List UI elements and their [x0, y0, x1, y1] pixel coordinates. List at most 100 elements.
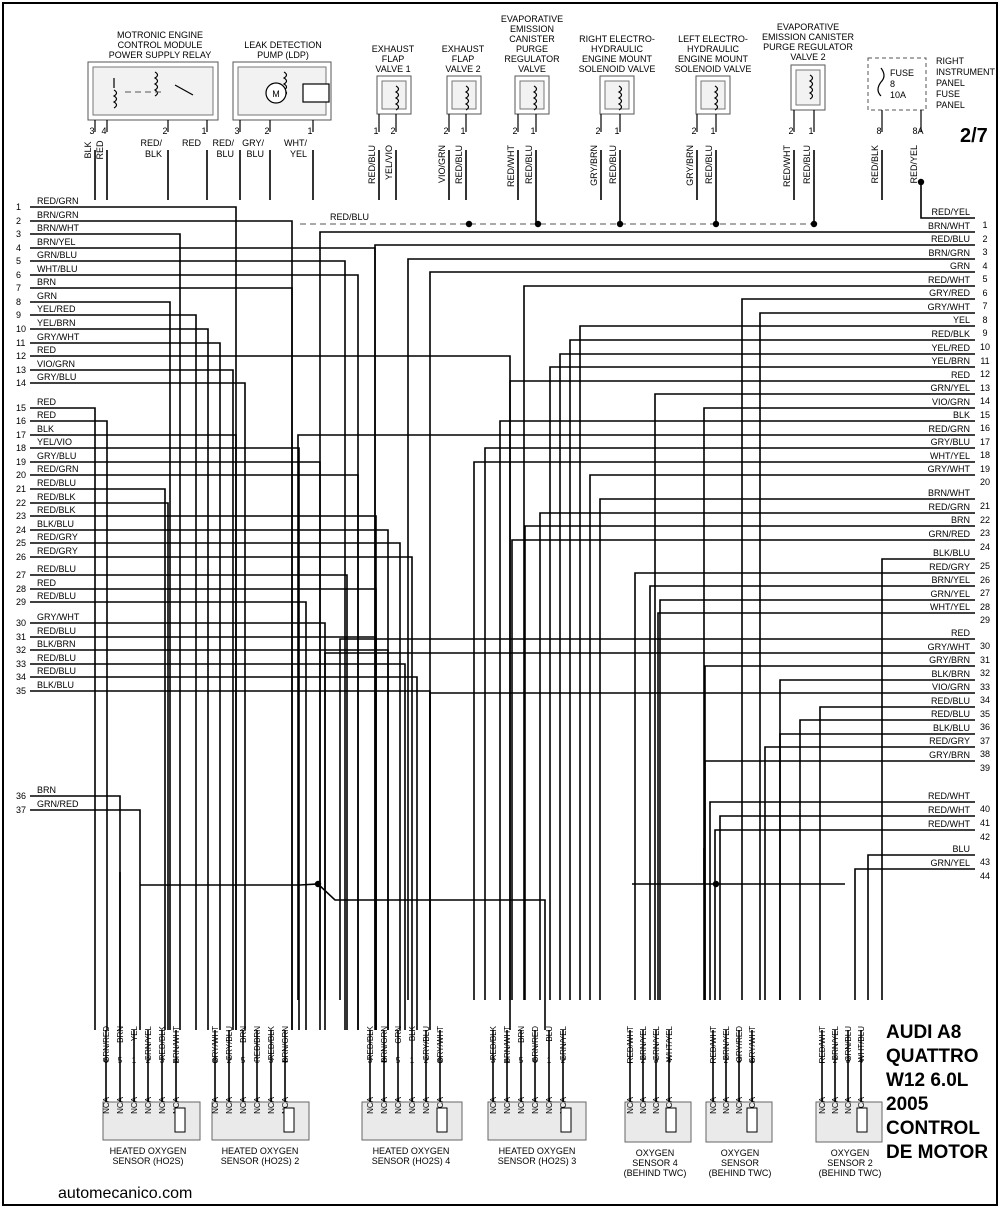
component-title: LEFT ELECTRO- [678, 34, 748, 44]
right-wire-color: BLK/BLU [933, 548, 970, 558]
right-wire-path [484, 447, 975, 1000]
component-title: PURGE REGULATOR [763, 42, 853, 52]
left-wire-number: 7 [16, 283, 21, 293]
nca-label: NCA [158, 1096, 167, 1114]
sensor-name: HEATED OXYGEN [373, 1146, 450, 1156]
sensor-name: SENSOR (HO2S) 2 [221, 1156, 300, 1166]
nca-label: NCA [831, 1096, 840, 1114]
motor-icon: M [272, 89, 280, 99]
sensor-symbol [436, 1107, 448, 1133]
right-wire-number: 11 [980, 356, 989, 366]
wire-color-label: VIO/GRN [437, 145, 447, 183]
vehicle-line: DE MOTOR [886, 1142, 988, 1163]
left-wire-path [30, 342, 221, 1030]
left-wire-number: 15 [16, 403, 26, 413]
right-wire-color: RED/WHT [928, 791, 970, 801]
right-wire-path [704, 760, 975, 1000]
nca-label: NCA [517, 1096, 526, 1114]
wire-color-label: WHT/ [284, 138, 307, 148]
nca-label: NCA [818, 1096, 827, 1114]
sensor-name: HEATED OXYGEN [222, 1146, 299, 1156]
splice-wire [119, 872, 546, 1030]
right-wire-path [549, 366, 975, 1000]
left-wire-path [30, 663, 406, 1030]
right-wire-25: 25 BLK/BLU [881, 548, 990, 1000]
right-wire-color: RED [951, 370, 971, 380]
left-wire-number: 1 [16, 202, 21, 212]
nca-label: NCA [436, 1096, 445, 1114]
vehicle-line: QUATTRO [886, 1046, 979, 1067]
vehicle-line: 2005 [886, 1094, 929, 1115]
component-title: EVAPORATIVE [501, 14, 563, 24]
left-wire-path [30, 502, 169, 1030]
left-wire-color: RED/BLK [37, 505, 76, 515]
left-wire-color: BRN/WHT [37, 223, 79, 233]
right-wire-number: 21 [980, 501, 990, 511]
left-wire-color: BRN [37, 785, 56, 795]
left-wire-color: BLK/BLU [37, 680, 74, 690]
left-wire-color: GRN/RED [37, 799, 79, 809]
left-wire-color: YEL/BRN [37, 318, 76, 328]
right-wire-path [881, 558, 975, 1000]
left-wire-number: 25 [16, 538, 26, 548]
right-wire-number: 39 [980, 763, 990, 773]
nca-label: NCA [102, 1096, 111, 1114]
left-wire-color: GRY/BLU [37, 372, 76, 382]
component-title: REGULATOR [504, 54, 560, 64]
component-box [376, 75, 412, 115]
right-wire-number: 42 [980, 832, 990, 842]
left-wire-path [30, 542, 401, 1030]
left-wire-path [30, 676, 418, 1030]
left-wire-path [30, 488, 166, 1030]
left-wire-color: GRN [37, 291, 57, 301]
right-wire-path [764, 746, 975, 1000]
left-wire-number: 17 [16, 430, 26, 440]
right-wire-color: GRY/BRN [929, 750, 970, 760]
sensor-symbol [174, 1107, 186, 1133]
sensor-name: OXYGEN [636, 1148, 675, 1158]
right-wire-path [657, 612, 975, 1000]
right-wire-color: BLK/BRN [931, 669, 970, 679]
component-title: EMISSION [510, 24, 554, 34]
left-wire-number: 14 [16, 378, 26, 388]
right-wire-path [579, 325, 975, 1000]
sensor-name: SENSOR (HO2S) 4 [372, 1156, 451, 1166]
right-wire-number: 27 [980, 588, 990, 598]
left-wire-number: 27 [16, 570, 26, 580]
wire-color-label: RED/BLU [704, 145, 714, 184]
left-wire-number: 10 [16, 324, 26, 334]
nca-label: NCA [408, 1096, 417, 1114]
nca-label: NCA [626, 1096, 635, 1114]
wire-color-label: GRY/BRN [589, 145, 599, 186]
left-wire-color: GRY/BLU [37, 451, 76, 461]
component-title: PUMP (LDP) [257, 50, 309, 60]
nca-label: NCA [709, 1096, 718, 1114]
right-wire-number: 25 [980, 561, 990, 571]
nca-label: NCA [211, 1096, 220, 1114]
right-wire-path [634, 572, 975, 1000]
right-wire-number: 10 [980, 342, 990, 352]
left-wire-color: WHT/BLU [37, 264, 78, 274]
right-wire-number: 9 [982, 328, 987, 338]
